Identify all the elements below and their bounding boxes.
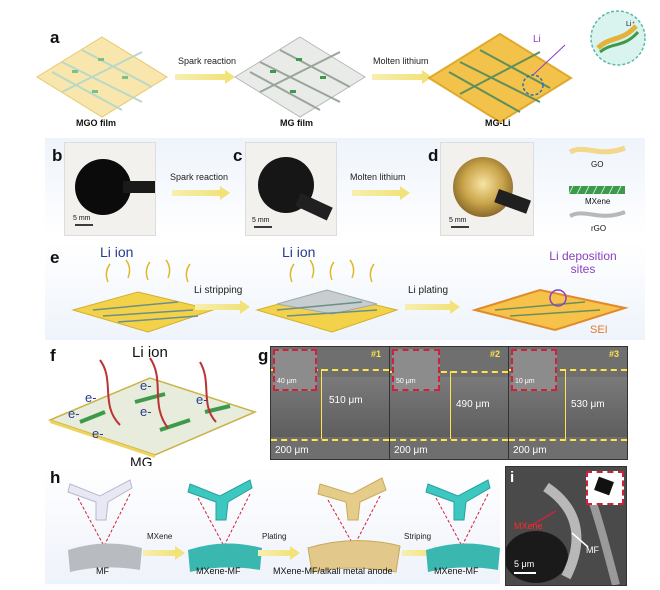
li-deposition-label: Li deposition sites xyxy=(549,249,617,276)
photo-b-scale: 5 mm xyxy=(73,215,91,222)
anode-label-h: MXene-MF/alkali metal anode xyxy=(273,566,393,576)
mxene-arrow-label: MXene xyxy=(147,532,173,541)
panel-a: a MGO film Spark reaction MG film Molten… xyxy=(0,0,660,135)
li-plating-label: Li plating xyxy=(408,285,449,296)
spark-reaction-arrow-b xyxy=(172,186,230,200)
zoom-li-ion-label: Li⁺ xyxy=(626,21,636,28)
sem-scale-3: 200 μm xyxy=(513,445,547,456)
panel-letter-e: e xyxy=(50,248,60,267)
electron-label-3: e- xyxy=(196,392,208,407)
li-electrode-plated-illustration xyxy=(471,288,629,332)
mg-li-label: MG-Li xyxy=(485,118,511,128)
legend-go-label: GO xyxy=(591,160,604,169)
li-plating-arrow xyxy=(405,300,460,314)
sem-inset-1: 40 μm xyxy=(273,349,317,391)
plating-arrow-label: Plating xyxy=(262,532,287,541)
photo-c-scale: 5 mm xyxy=(252,217,270,224)
photo-mg-film: 5 mm xyxy=(245,142,337,236)
mxene-label-i: MXene xyxy=(514,521,543,531)
zoom-circle-illustration xyxy=(590,10,646,66)
mf-illustration xyxy=(67,479,142,572)
sem-inset-3: 10 μm xyxy=(511,349,557,391)
photo-d-scale: 5 mm xyxy=(449,217,467,224)
li-ion-label-e1: Li ion xyxy=(100,244,134,260)
panel-letter-g: g xyxy=(258,346,269,365)
sem-inset-i xyxy=(586,471,624,505)
mg-electrode-stripped-illustration xyxy=(255,259,399,333)
mg-structure-illustration xyxy=(47,357,258,458)
electron-label-6: e- xyxy=(92,426,104,441)
spark-reaction-label-b: Spark reaction xyxy=(170,172,229,182)
panel-letter-b: b xyxy=(52,146,63,165)
sem-scale-2: 200 μm xyxy=(394,445,428,456)
sei-label: SEI xyxy=(590,324,608,336)
sem-tag-2: #2 xyxy=(490,349,501,359)
photo-mg-li: 5 mm xyxy=(440,142,534,236)
mxene-mf-stripped-illustration xyxy=(425,479,500,572)
sem-tag-1: #1 xyxy=(371,349,382,359)
mf-label-h: MF xyxy=(96,566,109,576)
spark-reaction-arrow-a xyxy=(175,70,235,84)
panel-letter-h: h xyxy=(50,468,61,487)
sem-thickness-1: 510 μm xyxy=(329,395,363,406)
mg-li-illustration xyxy=(427,32,573,124)
spark-reaction-label-a: Spark reaction xyxy=(178,56,237,66)
mxene-arrow xyxy=(143,546,185,560)
sem-image-2: 50 μm #2 490 μm 200 μm xyxy=(389,346,509,460)
sem-thickness-3: 530 μm xyxy=(571,399,605,410)
mf-label-i: MF xyxy=(586,545,599,555)
electron-label-2: e- xyxy=(140,378,152,393)
electron-label-5: e- xyxy=(140,404,152,419)
molten-lithium-label-a: Molten lithium xyxy=(373,56,429,66)
sem-image-1: 40 μm #1 510 μm 200 μm xyxy=(270,346,390,460)
mgo-film-illustration xyxy=(36,36,168,118)
li-electrode-before-illustration xyxy=(71,259,215,333)
sem-inset-2: 50 μm xyxy=(392,349,440,391)
li-ion-label-e2: Li ion xyxy=(282,244,316,260)
mxene-mf-label-2: MXene-MF xyxy=(434,566,479,576)
li-ion-label-f: Li ion xyxy=(132,344,168,361)
mgo-film-label: MGO film xyxy=(76,118,116,128)
electron-label-1: e- xyxy=(85,390,97,405)
sem-image-3: 10 μm #3 530 μm 200 μm xyxy=(508,346,628,460)
li-stripping-arrow xyxy=(195,300,250,314)
molten-lithium-label-c: Molten lithium xyxy=(350,172,406,182)
mxene-mf-label-1: MXene-MF xyxy=(196,566,241,576)
striping-arrow-label: Striping xyxy=(404,532,432,541)
li-stripping-label: Li stripping xyxy=(194,285,243,296)
mg-film-illustration xyxy=(234,36,366,118)
molten-lithium-arrow-a xyxy=(372,70,432,84)
panel-letter-a: a xyxy=(50,28,60,47)
electron-label-4: e- xyxy=(68,406,80,421)
sem-thickness-2: 490 μm xyxy=(456,399,490,410)
sem-image-i: i MXene MF 5 μm xyxy=(505,466,627,586)
panel-letter-d: d xyxy=(428,146,439,165)
li-callout-label: Li xyxy=(533,34,541,45)
sem-tag-3: #3 xyxy=(609,349,620,359)
sem-scale-1: 200 μm xyxy=(275,445,309,456)
alkali-anode-illustration xyxy=(307,477,401,573)
scale-label-i: 5 μm xyxy=(514,559,535,569)
molten-lithium-arrow-c xyxy=(352,186,410,200)
mxene-mf-illustration xyxy=(187,479,262,572)
panel-letter-f: f xyxy=(50,346,56,365)
legend: GO MXene rGO xyxy=(555,140,640,235)
panel-letter-i: i xyxy=(510,469,515,486)
legend-rgo-label: rGO xyxy=(591,224,607,233)
plating-arrow xyxy=(258,546,300,560)
mg-film-label: MG film xyxy=(280,118,313,128)
photo-mgo-film: 5 mm xyxy=(64,142,156,236)
legend-mxene-label: MXene xyxy=(585,197,611,206)
panel-letter-c: c xyxy=(233,146,243,165)
